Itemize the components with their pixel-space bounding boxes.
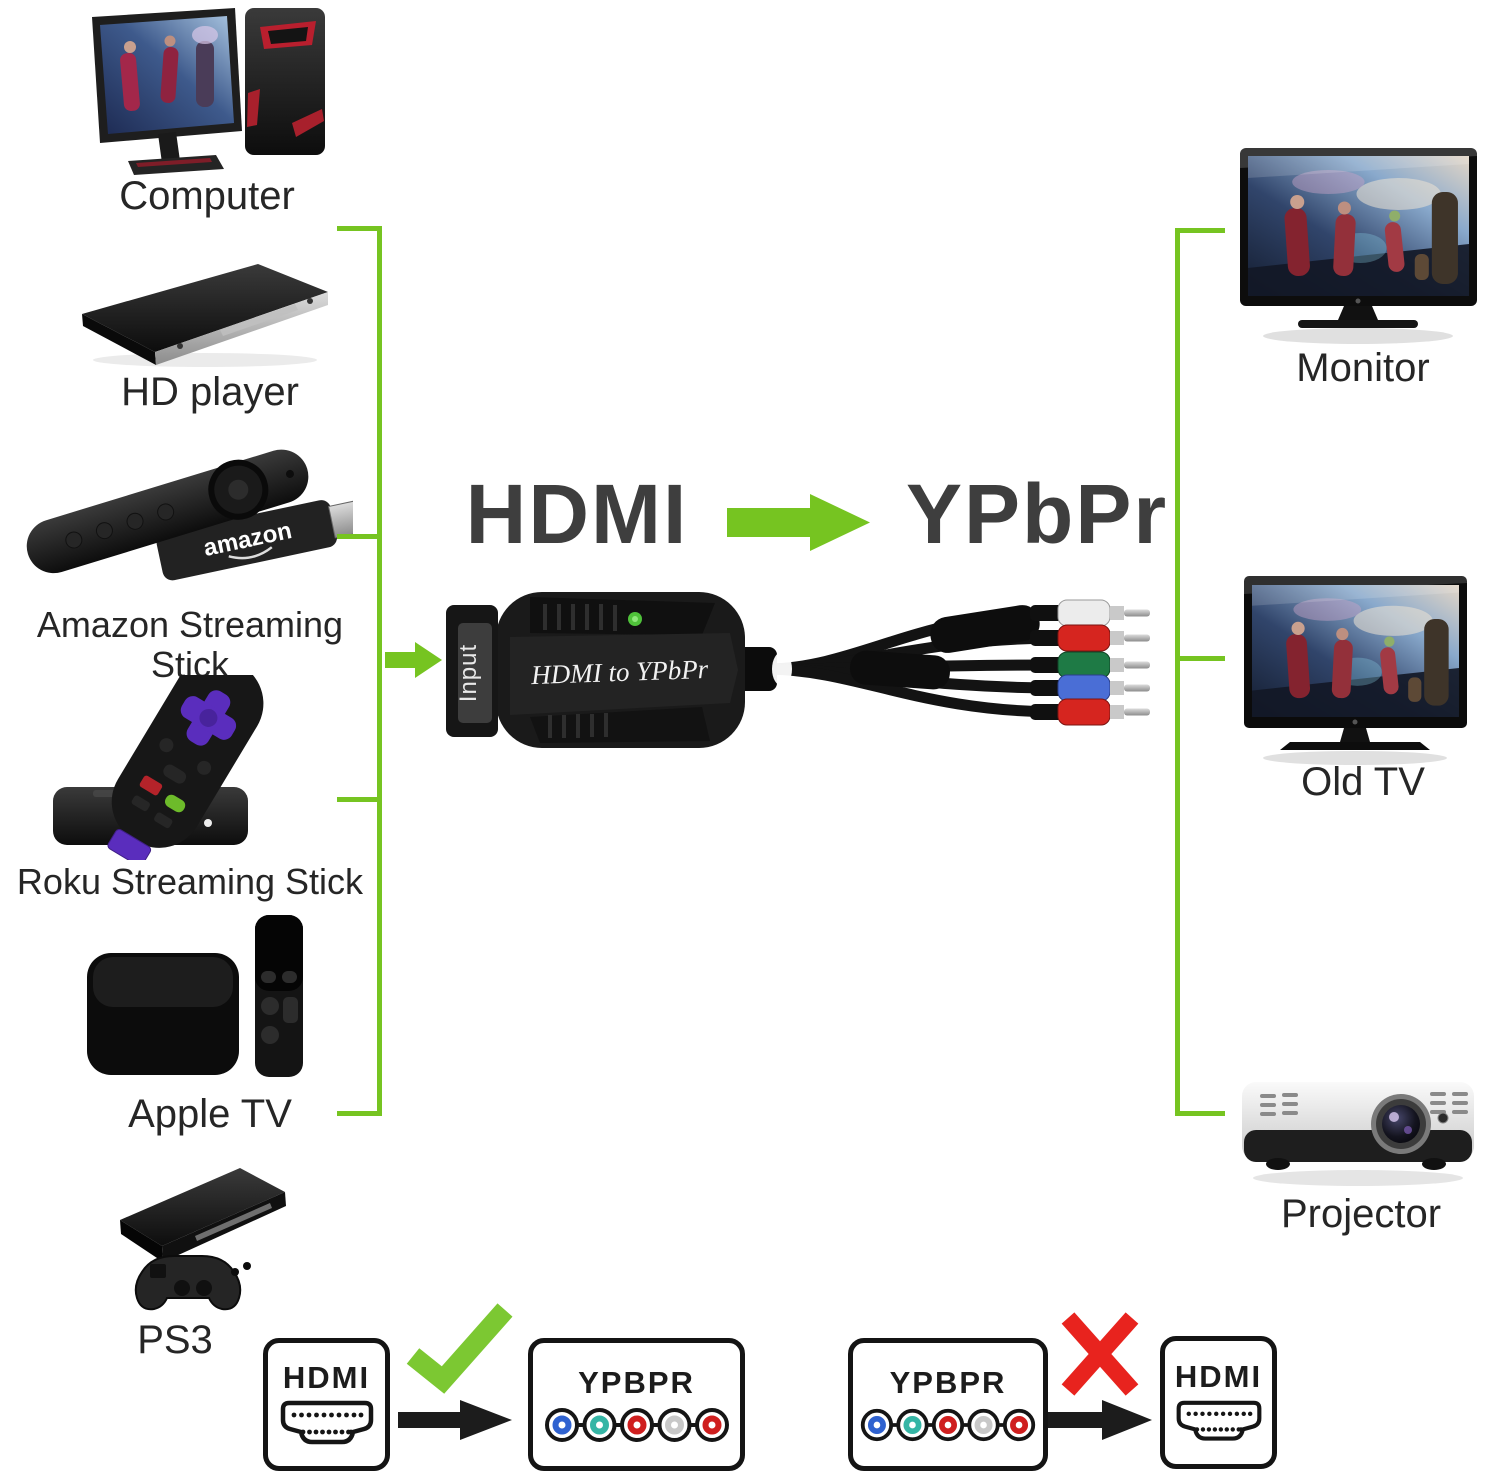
ypbpr-target-box-title: YPBPR: [578, 1364, 695, 1400]
output-bracket-line: [1175, 228, 1180, 1116]
amazon-remote: [26, 449, 309, 574]
tick-computer: [337, 226, 377, 231]
projector-vents: [1260, 1092, 1468, 1116]
label-old-tv: Old TV: [1301, 760, 1425, 804]
monitor-screen: [1248, 156, 1469, 296]
old-tv-image: [1244, 576, 1467, 765]
input-port-label: Input: [455, 644, 482, 702]
label-ps3: PS3: [137, 1318, 213, 1362]
hdmi-connector-icon: [280, 1400, 373, 1444]
ypbpr-source-box: YPBPR: [848, 1338, 1048, 1471]
roku-stick-image: [53, 675, 264, 860]
arrow-right-icon: [1048, 1400, 1152, 1440]
ypbpr-connectors-icon: [860, 1408, 1036, 1441]
apple-tv-box: [87, 953, 239, 1075]
cross-icon: [1061, 1312, 1139, 1396]
tick-amazon: [337, 534, 377, 539]
old-tv-stand: [1340, 728, 1370, 742]
monitor-image: [1240, 148, 1477, 344]
rca-connector-red2: [1030, 698, 1150, 726]
roku-stick-plug: [107, 828, 152, 860]
rca-connector-red1: [1030, 624, 1150, 652]
computer-image: [92, 8, 325, 175]
old-tv-screen: [1252, 585, 1459, 717]
apple-tv-image: [87, 915, 303, 1077]
tick-apple-tv: [337, 1111, 377, 1116]
input-arrow-icon: [385, 642, 442, 678]
signal-to-text: YPbPr: [905, 467, 1169, 561]
hdmi-source-box: HDMI: [263, 1338, 390, 1471]
hdmi-target-box: HDMI: [1160, 1336, 1277, 1469]
ypbpr-connectors-icon: [544, 1407, 729, 1442]
hdmi-source-box-title: HDMI: [282, 1359, 371, 1395]
label-apple-tv: Apple TV: [128, 1092, 292, 1136]
roku-remote: [107, 675, 264, 860]
convert-arrow-icon: [727, 494, 870, 551]
tick-monitor: [1180, 228, 1225, 233]
cable-sleeve: [930, 605, 1040, 653]
ypbpr-source-box-title: YPBPR: [889, 1364, 1007, 1400]
hd-player-top: [82, 264, 328, 352]
monitor-stand: [158, 132, 180, 163]
ps3-controller: [134, 1255, 251, 1311]
ps3-console: [120, 1168, 285, 1246]
rca-connector-blue: [1030, 674, 1150, 702]
hdmi-target-box-title: HDMI: [1174, 1358, 1263, 1394]
signal-from-text: HDMI: [465, 467, 689, 561]
rca-connectors: [1030, 599, 1150, 726]
converter-body: HDMI to YPbPr Input: [446, 592, 792, 748]
label-amazon-stick: Amazon Streaming Stick: [36, 604, 344, 685]
ps3-image: [120, 1168, 286, 1311]
label-roku-stick: Roku Streaming Stick: [16, 861, 364, 902]
monitor-stand: [1338, 306, 1378, 320]
tick-old-tv: [1180, 656, 1225, 661]
label-projector: Projector: [1280, 1192, 1442, 1236]
converter-device-image: HDMI to YPbPr Input: [446, 592, 1150, 748]
amazon-stick-image: amazon: [26, 449, 353, 581]
projector-image: [1242, 1082, 1474, 1186]
tick-projector: [1180, 1111, 1225, 1116]
hd-player-image: [82, 264, 328, 367]
arrow-right-icon: [398, 1400, 512, 1440]
hdmi-connector-icon: [1176, 1400, 1261, 1441]
check-icon: [406, 1303, 513, 1394]
rca-connector-green: [1030, 651, 1150, 679]
converter-device-text: HDMI to YPbPr: [530, 654, 709, 690]
rca-connector-white: [1030, 599, 1150, 627]
label-hd-player: HD player: [121, 370, 299, 414]
ypbpr-target-box: YPBPR: [528, 1338, 745, 1471]
tick-roku: [337, 797, 377, 802]
label-monitor: Monitor: [1296, 346, 1430, 390]
source-bracket-line: [377, 226, 382, 1116]
label-computer: Computer: [119, 174, 295, 218]
